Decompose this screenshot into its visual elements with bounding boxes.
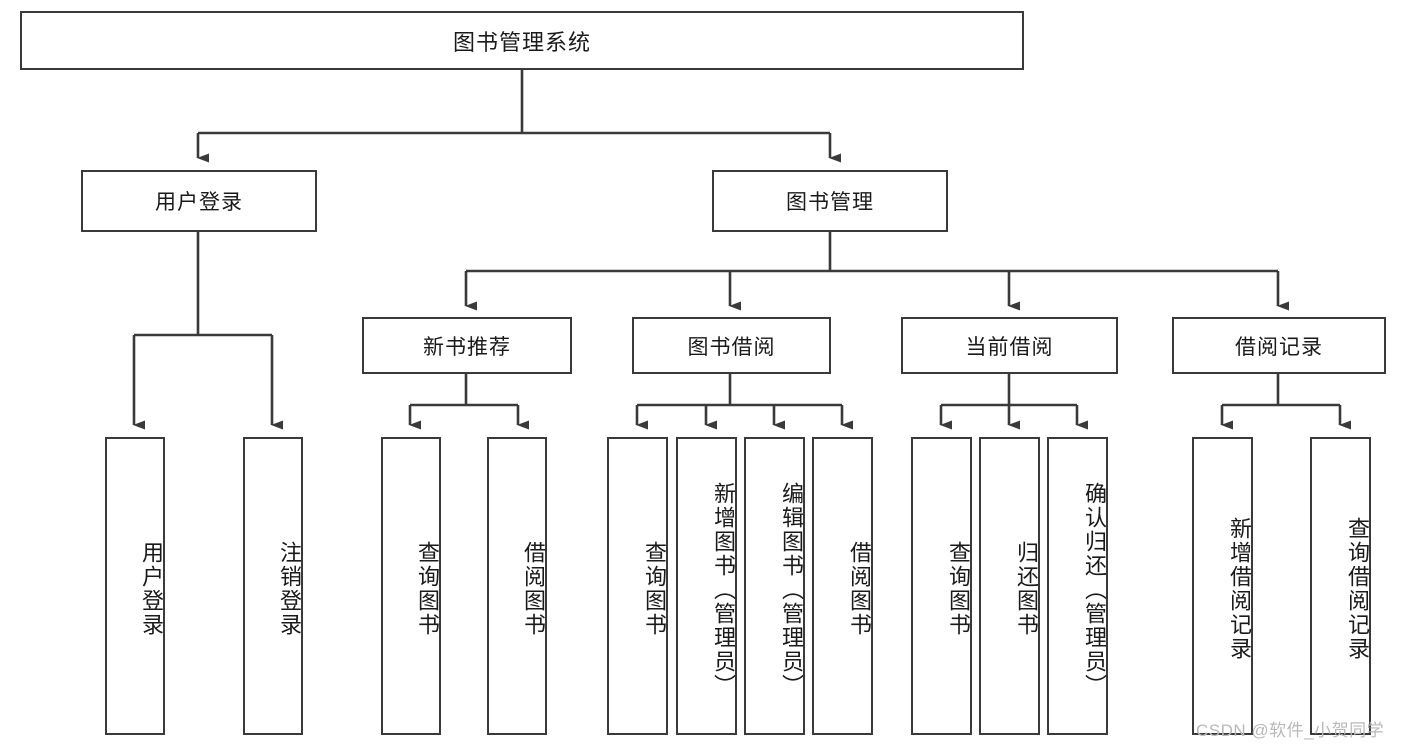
leaf-add-book[interactable]: 新增图书（管理员） bbox=[676, 437, 737, 735]
node-new-book-recommend[interactable]: 新书推荐 bbox=[362, 317, 572, 374]
leaf-add-record[interactable]: 新增借阅记录 bbox=[1192, 437, 1253, 735]
node-root[interactable]: 图书管理系统 bbox=[20, 11, 1024, 70]
leaf-query-book-2[interactable]: 查询图书 bbox=[607, 437, 668, 735]
leaf-query-book-3[interactable]: 查询图书 bbox=[911, 437, 972, 735]
node-current-borrow[interactable]: 当前借阅 bbox=[901, 317, 1118, 374]
leaf-user-login[interactable]: 用户登录 bbox=[105, 437, 165, 735]
leaf-borrow-book-2[interactable]: 借阅图书 bbox=[812, 437, 873, 735]
leaf-user-logout[interactable]: 注销登录 bbox=[243, 437, 303, 735]
node-user-login[interactable]: 用户登录 bbox=[81, 170, 317, 232]
leaf-borrow-book-1[interactable]: 借阅图书 bbox=[487, 437, 547, 735]
node-borrow-record[interactable]: 借阅记录 bbox=[1172, 317, 1386, 374]
leaf-return-book[interactable]: 归还图书 bbox=[979, 437, 1040, 735]
csdn-watermark: CSDN @软件_小贺同学 bbox=[1196, 721, 1385, 740]
leaf-query-book-1[interactable]: 查询图书 bbox=[381, 437, 441, 735]
node-book-borrow[interactable]: 图书借阅 bbox=[632, 317, 831, 374]
leaf-query-record[interactable]: 查询借阅记录 bbox=[1310, 437, 1371, 735]
leaf-confirm-return[interactable]: 确认归还（管理员） bbox=[1047, 437, 1108, 735]
node-book-manage[interactable]: 图书管理 bbox=[712, 170, 948, 232]
leaf-edit-book[interactable]: 编辑图书（管理员） bbox=[744, 437, 805, 735]
